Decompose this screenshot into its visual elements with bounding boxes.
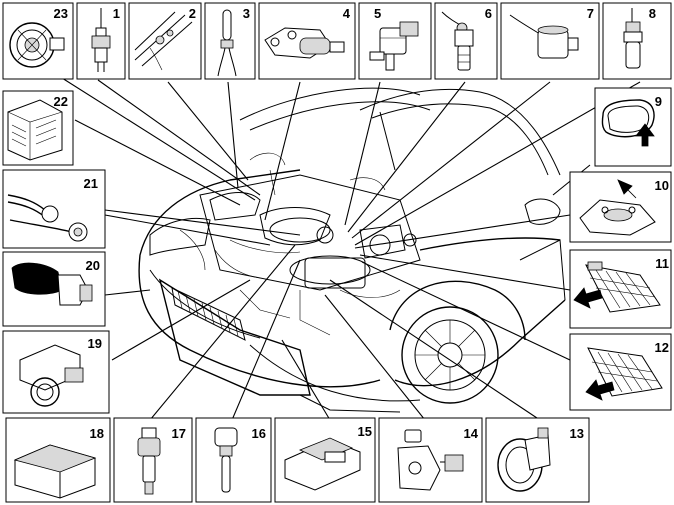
vehicle-illustration <box>138 87 566 413</box>
component-14-illustration <box>397 429 464 491</box>
panel-number-16: 16 <box>252 426 266 441</box>
panel-number-19: 19 <box>88 336 102 351</box>
panel-21: 21 <box>2 169 106 249</box>
panel-22: 22 <box>2 90 74 166</box>
leader-lines <box>61 77 641 421</box>
panel-number-12: 12 <box>655 340 669 355</box>
panel-11: 11 <box>569 249 672 329</box>
panel-18: 18 <box>5 417 111 503</box>
panel-number-9: 9 <box>655 94 662 109</box>
panel-number-23: 23 <box>54 6 68 21</box>
panel-6: 6 <box>434 2 498 80</box>
panel-number-10: 10 <box>655 178 669 193</box>
arrow-icon <box>573 287 603 309</box>
component-11-illustration <box>573 261 661 313</box>
component-5-illustration <box>369 21 419 71</box>
panel-20: 20 <box>2 251 106 327</box>
component-21-illustration <box>7 194 88 242</box>
panel-number-3: 3 <box>243 6 250 21</box>
panel-1: 1 <box>76 2 126 80</box>
panel-number-21: 21 <box>84 176 98 191</box>
component-13-illustration <box>497 427 551 492</box>
component-23-illustration <box>9 22 65 68</box>
panel-15: 15 <box>274 417 376 503</box>
panel-23: 23 <box>2 2 74 80</box>
panel-5: 5 <box>358 2 432 80</box>
panel-13: 13 <box>485 417 590 503</box>
arrow-icon <box>617 179 637 199</box>
panel-4: 4 <box>258 2 356 80</box>
component-22-illustration <box>7 99 63 161</box>
component-4-illustration <box>264 27 345 59</box>
panel-17: 17 <box>113 417 193 503</box>
component-9-illustration <box>601 99 655 147</box>
panel-7: 7 <box>500 2 600 80</box>
panel-3: 3 <box>204 2 256 80</box>
panel-number-8: 8 <box>649 6 656 21</box>
component-20-illustration <box>11 262 93 306</box>
component-6-illustration <box>441 11 474 71</box>
component-15-illustration <box>284 437 361 491</box>
panel-12: 12 <box>569 333 672 411</box>
panel-2: 2 <box>128 2 202 80</box>
panel-number-2: 2 <box>189 6 196 21</box>
panel-number-7: 7 <box>587 6 594 21</box>
panel-number-5: 5 <box>374 6 381 21</box>
component-10-illustration <box>579 179 656 236</box>
panel-14: 14 <box>378 417 483 503</box>
component-16-illustration <box>214 427 238 493</box>
panel-number-17: 17 <box>172 426 186 441</box>
panel-number-15: 15 <box>358 424 372 439</box>
arrow-icon <box>585 379 615 401</box>
panel-number-14: 14 <box>464 426 479 441</box>
component-7-illustration <box>509 14 579 59</box>
component-1-illustration <box>91 8 111 72</box>
panel-16: 16 <box>195 417 272 503</box>
panel-number-18: 18 <box>90 426 104 441</box>
panel-19: 19 <box>2 330 110 414</box>
component-12-illustration <box>585 347 663 401</box>
panel-number-20: 20 <box>86 258 100 273</box>
panel-number-1: 1 <box>113 6 120 21</box>
panel-number-4: 4 <box>343 6 351 21</box>
component-18-illustration <box>13 444 97 499</box>
component-8-illustration <box>623 8 643 69</box>
panel-number-22: 22 <box>54 94 68 109</box>
panel-number-11: 11 <box>655 256 669 271</box>
panel-number-13: 13 <box>570 426 584 441</box>
panel-number-6: 6 <box>485 6 492 21</box>
panel-8: 8 <box>602 2 672 80</box>
component-17-illustration <box>137 427 161 495</box>
component-19-illustration <box>19 344 84 407</box>
arrow-icon <box>635 123 655 147</box>
component-2-illustration <box>134 11 193 71</box>
panel-9: 9 <box>594 87 672 167</box>
component-3-illustration <box>217 9 237 77</box>
panel-10: 10 <box>569 171 672 243</box>
